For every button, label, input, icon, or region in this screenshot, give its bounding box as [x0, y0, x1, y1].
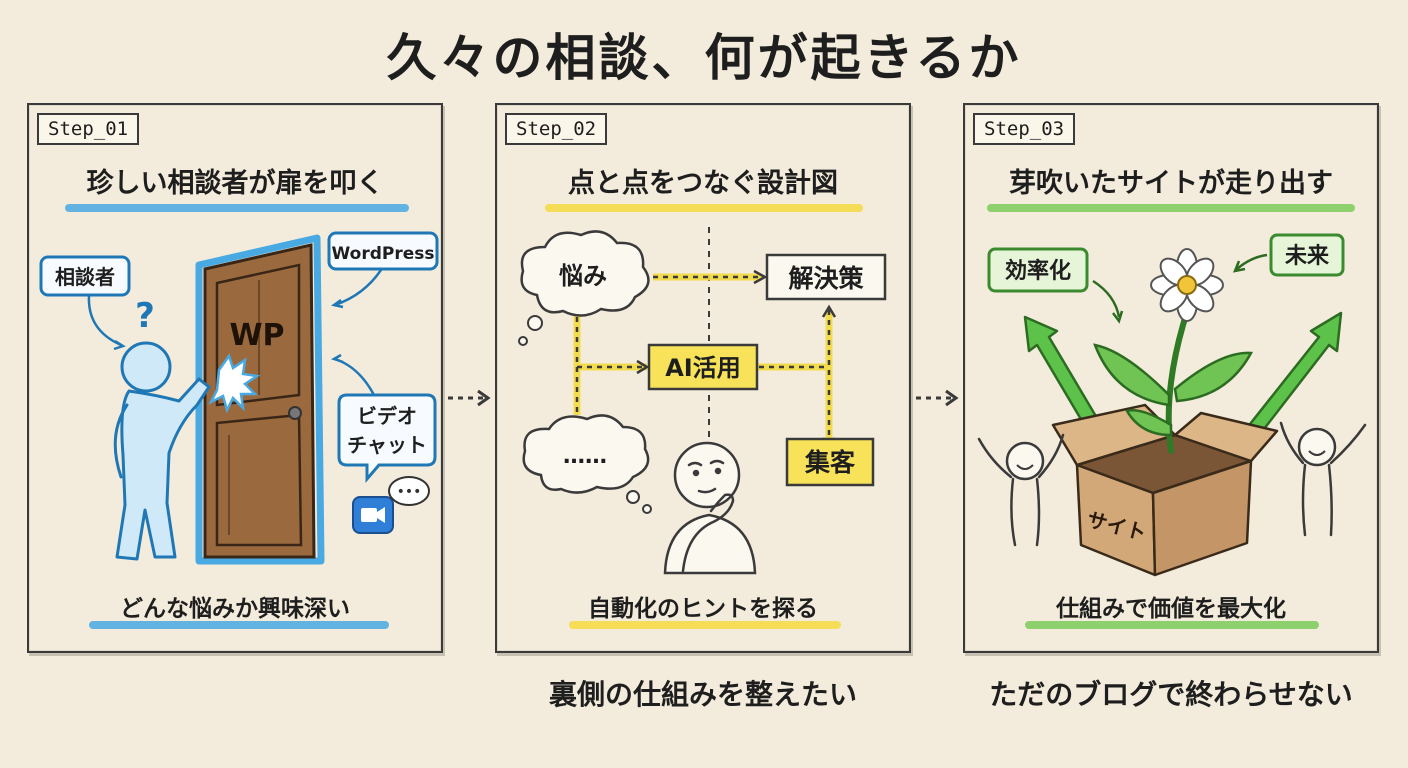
knock-burst-icon	[208, 353, 261, 414]
solution-box	[765, 253, 887, 301]
site-box-icon	[1051, 403, 1279, 577]
step-3-caption: 仕組みで価値を最大化	[1056, 596, 1286, 622]
future-label: 未来	[1285, 244, 1330, 269]
step-1-illustration: ? 相談者 WordPress ビデオ チャット •••	[39, 231, 439, 565]
step-3-tag: Step_03	[973, 113, 1076, 145]
step-1-to-2-arrow	[448, 389, 491, 407]
step-2-panel: Step_02 点と点をつなぐ設計図 悩み	[495, 103, 911, 653]
step-1-caption-underline	[89, 621, 389, 629]
worry-label: 悩み	[559, 262, 607, 290]
efficiency-label: 効率化	[1005, 258, 1071, 284]
cheering-person-right-icon	[1279, 421, 1367, 537]
solution-label: 解決策	[788, 264, 864, 293]
step-3-heading: 芽吹いたサイトが走り出す	[1009, 168, 1333, 199]
step-3-illustration: サイト 効率化 未来	[977, 233, 1367, 577]
step-3-heading-underline	[987, 204, 1355, 212]
step-2-to-3-arrow	[916, 389, 959, 407]
bottom-note-step-3: ただのブログで終わらせない	[989, 678, 1353, 711]
leaf-right-icon	[1173, 351, 1254, 403]
leaf-left-icon	[1093, 343, 1171, 407]
future-label-box	[1269, 233, 1345, 277]
step-1-caption: どんな悩みか興味深い	[120, 596, 350, 622]
flower-icon	[1150, 248, 1224, 322]
ellipsis-label: ……	[563, 444, 607, 469]
platform-label-arrow	[334, 269, 383, 307]
efficiency-label-box	[987, 247, 1089, 293]
door-frame	[195, 234, 325, 565]
step-2-heading: 点と点をつなぐ設計図	[568, 168, 838, 199]
cheering-person-left-icon	[977, 433, 1065, 547]
platform-label-box	[327, 231, 439, 271]
step-2-caption: 自動化のヒントを探る	[588, 596, 818, 622]
door-knob-icon	[288, 406, 302, 420]
page-title: 久々の相談、何が起きるか	[386, 29, 1022, 87]
step-1-tag: Step_01	[37, 113, 140, 145]
door-label: WP	[229, 318, 284, 353]
step-3-panel: Step_03 芽吹いたサイトが走り出す サイト	[963, 103, 1379, 653]
step-3-caption-underline	[1025, 621, 1319, 629]
thinking-person-icon	[663, 441, 757, 575]
customers-label: 集客	[804, 448, 855, 477]
step-1-heading: 珍しい相談者が扉を叩く	[86, 168, 384, 199]
svg-text:•••: •••	[397, 484, 422, 500]
person-icon	[113, 341, 211, 561]
chat-label-line-2: チャット	[347, 433, 427, 457]
ellipsis-cloud-icon	[522, 414, 650, 494]
person-label: 相談者	[55, 265, 115, 289]
chat-bubble-icon	[388, 476, 430, 506]
question-mark: ?	[135, 296, 155, 336]
step-2-heading-underline	[545, 204, 863, 212]
chat-label-line-1: ビデオ	[357, 404, 417, 428]
chat-label-box	[337, 393, 437, 484]
platform-label: WordPress	[332, 244, 435, 264]
bottom-note-step-2: 裏側の仕組みを整えたい	[548, 678, 857, 711]
customers-box	[785, 437, 875, 487]
worry-cloud-icon	[520, 230, 650, 317]
ai-box	[647, 343, 759, 391]
step-1-panel: Step_01 珍しい相談者が扉を叩く ? 相談者 WordPre	[27, 103, 443, 653]
step-2-tag: Step_02	[505, 113, 608, 145]
person-label-box	[39, 255, 131, 297]
step-2-illustration: 悩み …… 解決策 AI活用 集客	[518, 227, 887, 575]
step-1-heading-underline	[65, 204, 409, 212]
step-2-caption-underline	[569, 621, 841, 629]
ai-label: AI活用	[665, 354, 741, 382]
